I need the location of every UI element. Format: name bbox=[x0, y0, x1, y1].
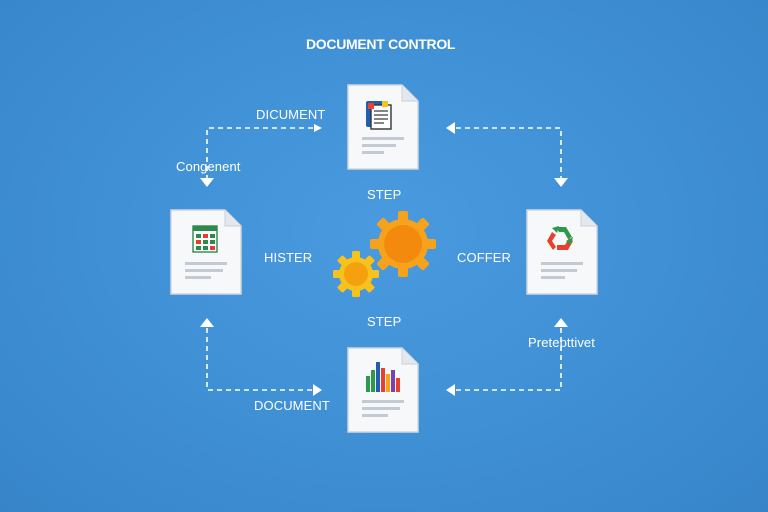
label-bottom-left: DOCUMENT bbox=[254, 398, 330, 413]
label-left-top: Congenent bbox=[176, 159, 241, 174]
document-stack-icon bbox=[366, 101, 392, 130]
connector-top-right bbox=[456, 127, 562, 178]
connector-top-left bbox=[206, 124, 322, 180]
arrow-left-top-right bbox=[446, 122, 455, 134]
gear-large-icon bbox=[370, 211, 436, 277]
document-left[interactable] bbox=[169, 208, 243, 296]
label-right-bottom: Pretepttivet bbox=[528, 335, 595, 350]
arrow-left-bottom-right bbox=[446, 384, 455, 396]
arrow-right-bottom-left bbox=[313, 384, 322, 396]
label-center-bottom: STEP bbox=[367, 314, 402, 329]
label-center-top: STEP bbox=[367, 187, 402, 202]
diagram-title: DOCUMENT CONTROL bbox=[306, 36, 456, 52]
label-top-left: DICUMENT bbox=[256, 107, 326, 122]
connector-bottom-right bbox=[456, 328, 562, 391]
document-top[interactable] bbox=[346, 83, 420, 171]
arrow-up-right-bottom bbox=[554, 318, 568, 327]
label-right-middle: COFFER bbox=[457, 250, 512, 265]
label-left-middle: HISTER bbox=[264, 250, 313, 265]
recycle-icon bbox=[547, 226, 573, 250]
bar-chart-icon bbox=[366, 362, 400, 392]
arrow-down-left-top bbox=[200, 178, 214, 187]
arrow-up-left-bottom bbox=[200, 318, 214, 327]
connector-bottom-left bbox=[206, 328, 318, 391]
arrow-down-right-top bbox=[554, 178, 568, 187]
document-bottom[interactable] bbox=[346, 346, 420, 434]
spreadsheet-icon bbox=[192, 225, 218, 253]
gear-small-icon bbox=[333, 251, 379, 297]
document-right[interactable] bbox=[525, 208, 599, 296]
